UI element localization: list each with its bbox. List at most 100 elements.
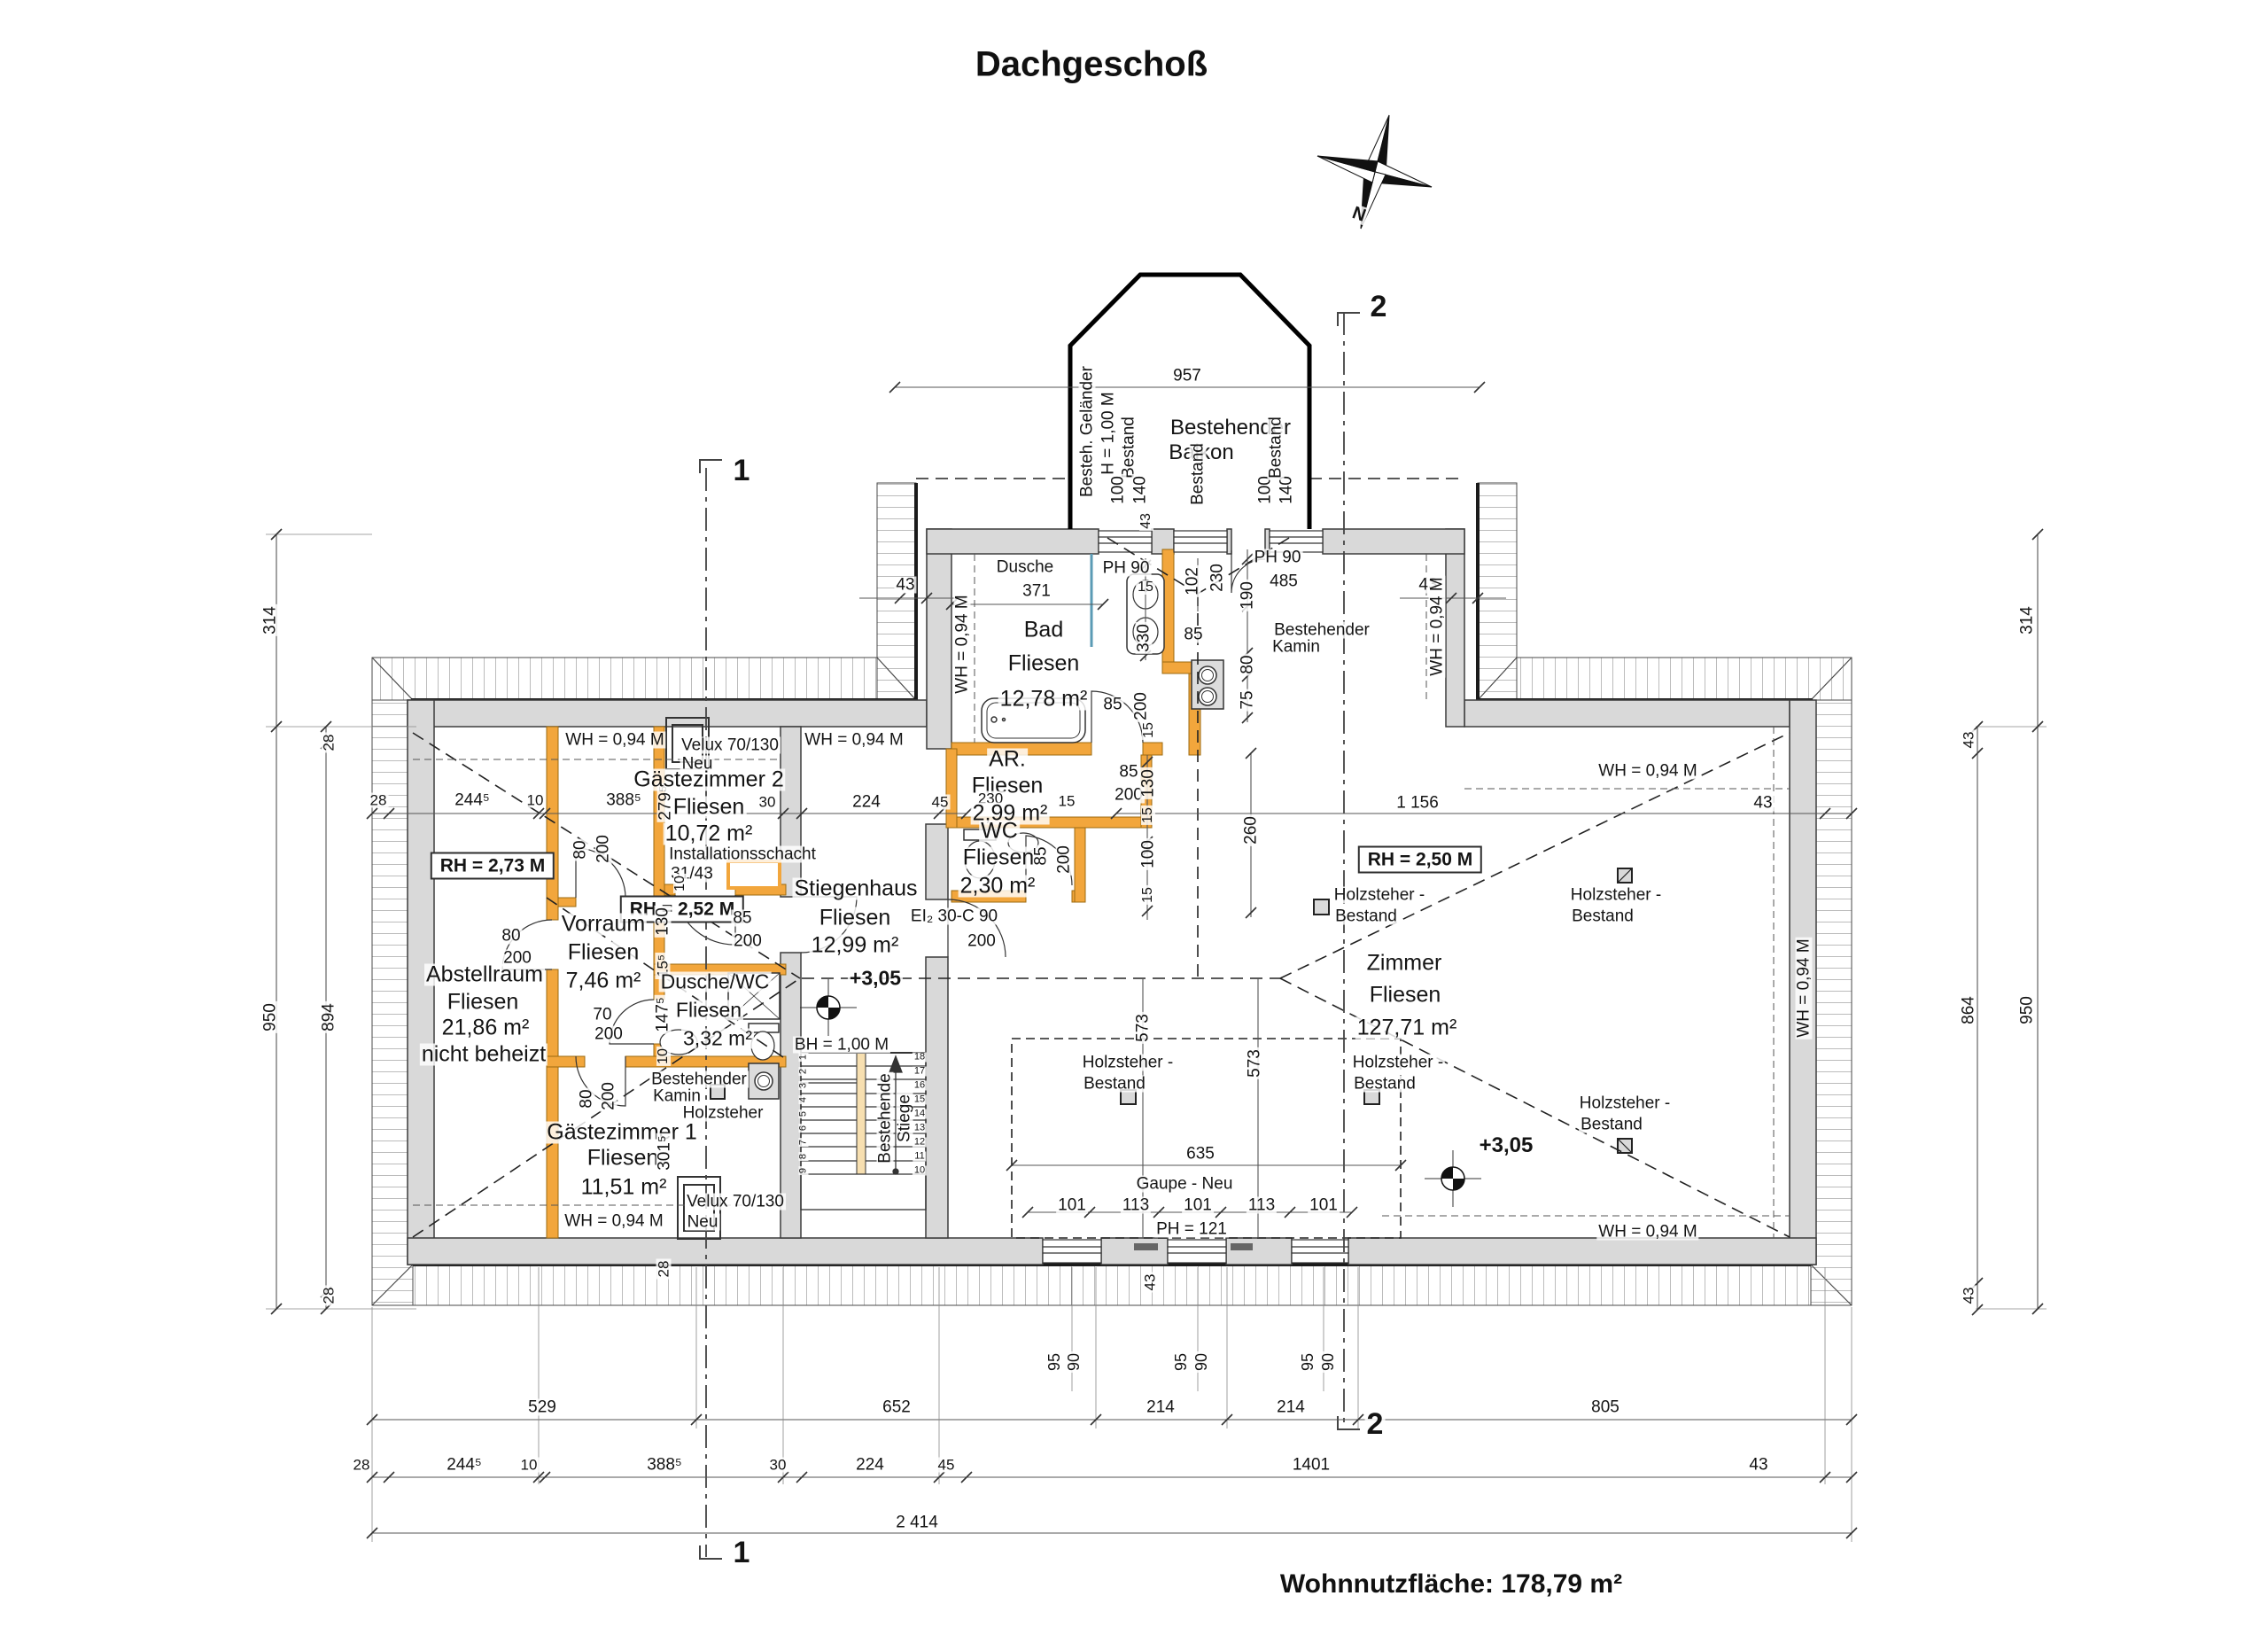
dim-label: 85 <box>1182 625 1205 644</box>
dim-label: 200 <box>966 931 998 951</box>
dim-label: Holzsteher - <box>1568 885 1664 905</box>
room-dusche-wc: Dusche/WC <box>658 969 772 993</box>
dim-label: 9 <box>797 1165 809 1176</box>
dim-label: 5 <box>797 1109 809 1119</box>
dim-label: 140 <box>1130 474 1150 506</box>
dim-label: Fliesen <box>585 1145 661 1171</box>
dim-label: 3 <box>797 1080 809 1091</box>
dim-label: 10 <box>672 874 687 893</box>
dim-label: 90 <box>1065 1351 1083 1374</box>
dim-label: 21,86 m² <box>439 1015 532 1040</box>
dim-label: 388⁵ <box>645 1455 684 1475</box>
north-arrow-icon <box>1317 114 1433 230</box>
dim-label: 4 <box>797 1094 809 1105</box>
dim-label: 85 <box>1117 762 1140 782</box>
dim-label: 14 <box>912 1108 928 1119</box>
dim-label: 85 <box>1101 695 1124 714</box>
dim-label: 15 <box>1141 720 1156 740</box>
dim-label: Bestand <box>1579 1115 1644 1134</box>
dim-label: 214 <box>1145 1397 1177 1417</box>
dim-label: Bestehende <box>875 1071 895 1165</box>
dim-label: 894 <box>319 1001 338 1033</box>
dim-label: Neu <box>685 1212 720 1232</box>
dim-label: Velux 70/130 <box>685 1192 786 1211</box>
dim-label: nicht beheizt <box>419 1041 548 1067</box>
dim-label: Holzsteher - <box>1350 1053 1446 1072</box>
rh-box-252: RH = 2,52 M <box>619 895 745 923</box>
room-abstellraum: Abstellraum <box>424 961 545 987</box>
dim-label: 15 <box>1140 885 1155 905</box>
dim-label: 45 <box>929 793 951 811</box>
balcony-outline <box>1068 272 1312 529</box>
dim-label: 864 <box>1959 994 1978 1026</box>
dim-label: 244⁵ <box>445 1455 484 1475</box>
level-symbol <box>800 979 857 1036</box>
dim-label: 12 <box>912 1136 928 1148</box>
dim-label: 95 <box>1045 1351 1063 1374</box>
section-1-bottom: 1 <box>731 1536 752 1569</box>
dim-label: 6 <box>797 1123 809 1133</box>
dim-label: 43 <box>1751 793 1775 813</box>
dormer-window <box>1269 530 1324 553</box>
dim-label: Holzsteher - <box>1332 885 1427 905</box>
dim-label: 15 <box>1140 806 1155 825</box>
dim-label: 28 <box>368 791 389 809</box>
dim-label: 28 <box>320 732 338 753</box>
dim-label: 2 414 <box>894 1513 940 1532</box>
dim-label: 7 <box>797 1137 809 1148</box>
dim-label: 200 <box>1113 785 1145 805</box>
dim-label: 200 <box>599 1080 618 1112</box>
dim-label: 200 <box>732 931 764 951</box>
section-lines <box>699 312 1360 1560</box>
dim-label: 8 <box>797 1151 809 1162</box>
dim-label: Dusche <box>994 557 1056 577</box>
dim-label: WH = 0,94 M <box>563 1211 665 1231</box>
dim-label: 200 <box>1131 690 1151 722</box>
dim-label: 11,51 m² <box>579 1174 669 1200</box>
dim-label: Stiege <box>895 1093 914 1144</box>
dim-label: 85 <box>731 908 754 928</box>
room-stiegenhaus: Stiegenhaus <box>792 876 920 901</box>
dim-label: 12,78 m² <box>998 686 1090 712</box>
rh-box-273: RH = 2,73 M <box>430 852 555 880</box>
dim-label: 314 <box>2017 604 2037 636</box>
dim-label: 805 <box>1589 1397 1621 1417</box>
dim-label: 314 <box>260 604 280 636</box>
dim-label: 28 <box>351 1456 372 1474</box>
toilet-icon <box>748 1023 780 1061</box>
dim-label: WH = 0,94 M <box>803 730 905 750</box>
dim-label: Neu <box>680 754 715 774</box>
chimney-icon <box>748 1063 780 1100</box>
room-gaestezimmer-1: Gästezimmer 1 <box>545 1119 699 1145</box>
dim-label: 224 <box>854 1455 886 1475</box>
dim-label: 130 <box>653 906 672 938</box>
dim-label: 70 <box>591 1005 614 1024</box>
dim-label: WH = 0,94 M <box>1794 937 1814 1039</box>
dim-label: Bestand <box>1266 415 1285 480</box>
dim-label: 190 <box>1238 580 1257 611</box>
dim-label: 18 <box>912 1051 928 1063</box>
dim-label: 2 <box>797 1066 809 1077</box>
dim-label: 230 <box>975 790 1006 807</box>
dim-label: 43 <box>1747 1455 1770 1475</box>
holzsteher-post <box>1313 899 1330 915</box>
dim-label: 224 <box>850 792 882 812</box>
dim-label: 43 <box>894 575 917 595</box>
dim-label: H = 1,00 M <box>1099 390 1118 477</box>
dim-label: Holzsteher - <box>1080 1053 1176 1072</box>
dim-label: 147⁵ <box>653 995 672 1034</box>
dim-label: Kamin <box>1270 637 1322 657</box>
gaupe-window <box>1291 1239 1349 1264</box>
dim-label: 80 <box>1238 653 1257 676</box>
dim-label: 244⁵ <box>453 790 492 810</box>
dim-label: 75 <box>1238 689 1257 712</box>
section-2-bottom: 2 <box>1364 1407 1386 1441</box>
dim-label: 95 <box>1172 1351 1190 1374</box>
dim-label: Velux 70/130 <box>680 736 781 755</box>
dim-label: 301⁵ <box>655 1133 674 1172</box>
dimension-lines <box>266 381 2047 1542</box>
dim-label: WH = 0,94 M <box>1596 761 1699 781</box>
dim-label: 12,99 m² <box>809 932 901 958</box>
